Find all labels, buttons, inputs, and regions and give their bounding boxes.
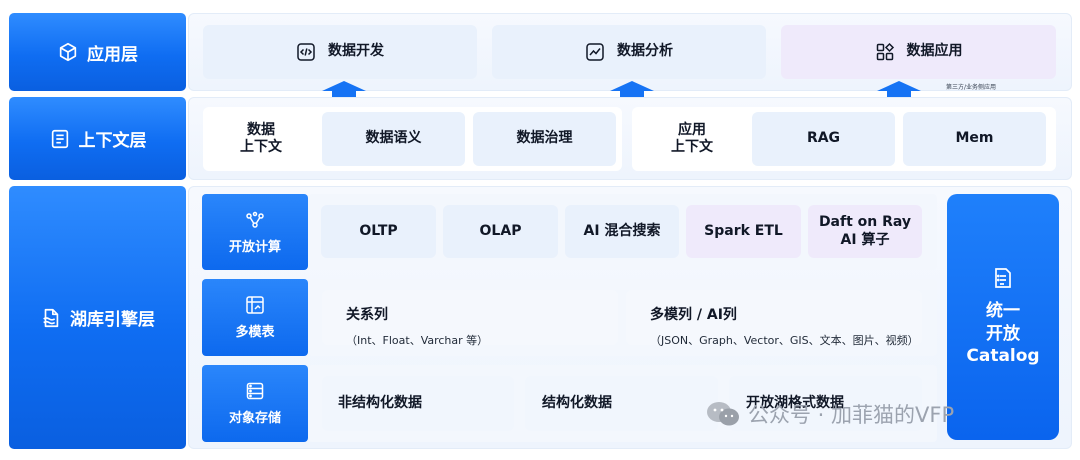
watermark-text: 公众号 · 加菲猫的VFP (748, 403, 955, 427)
storage-item-open-lake: 开放湖格式数据 (729, 376, 922, 431)
catalog-label: 统一 开放 Catalog (966, 300, 1040, 367)
layer-label-app-text: 应用层 (87, 44, 138, 65)
storage-item-structured: 结构化数据 (525, 376, 718, 431)
layer-label-engine: 湖库引擎层 (9, 186, 186, 449)
app-context-title: 应用 上下文 (671, 121, 713, 156)
app-note: 第三方/业务侧应用 (946, 84, 997, 91)
context-item-mem: Mem (903, 112, 1046, 166)
wechat-icon (707, 402, 739, 426)
compute-label-text: 开放计算 (228, 239, 281, 255)
compute-item-olap: OLAP (443, 205, 558, 258)
nodes-icon (245, 210, 265, 230)
layer-label-app: 应用层 (9, 13, 186, 91)
context-item-rag: RAG (752, 112, 895, 166)
layer-label-context: 上下文层 (9, 97, 186, 180)
layer-label-context-text: 上下文层 (78, 131, 147, 151)
compute-item-oltp: OLTP (321, 205, 436, 258)
relational-column-title: 关系列 (346, 307, 388, 323)
multimodal-column-desc: （JSON、Graph、Vector、GIS、文本、图片、视频） (650, 334, 919, 347)
data-context-title: 数据 上下文 (240, 121, 282, 156)
app-item-data-app: 数据应用 (781, 25, 1056, 79)
relational-column-desc: （Int、Float、Varchar 等） (346, 334, 489, 347)
compute-item-daft-ray: Daft on Ray AI 算子 (808, 205, 922, 258)
up-arrow-icon (877, 81, 921, 97)
multimodal-column-box: 多模列 / AI列 （JSON、Graph、Vector、GIS、文本、图片、视… (626, 290, 922, 347)
cube-icon (57, 41, 79, 63)
context-item-semantics: 数据语义 (322, 112, 465, 166)
up-arrow-icon (322, 81, 366, 97)
context-item-governance: 数据治理 (473, 112, 616, 166)
apps-icon (875, 42, 895, 62)
storage-icon (245, 381, 265, 401)
app-item-data-dev: 数据开发 (203, 25, 477, 79)
relational-column-box: 关系列 （Int、Float、Varchar 等） (322, 290, 618, 347)
table-icon (245, 295, 265, 315)
unified-catalog: 统一 开放 Catalog (947, 194, 1059, 440)
app-item-label: 数据应用 (906, 43, 963, 60)
storage-label-text: 对象存储 (228, 411, 281, 426)
document-wave-icon (40, 307, 62, 329)
multimodal-column-title: 多模列 / AI列 (650, 307, 737, 323)
app-item-data-analysis: 数据分析 (492, 25, 766, 79)
multi-table-label: 多模表 (202, 279, 308, 356)
document-lines-icon (49, 128, 71, 150)
chart-icon (585, 42, 605, 62)
code-icon (296, 42, 316, 62)
storage-item-unstructured: 非结构化数据 (322, 376, 514, 431)
multi-table-label-text: 多模表 (235, 325, 275, 340)
compute-label: 开放计算 (202, 194, 308, 270)
compute-item-ai-search: AI 混合搜索 (565, 205, 679, 258)
storage-label: 对象存储 (202, 365, 308, 442)
list-document-icon (991, 266, 1015, 290)
compute-item-spark-etl: Spark ETL (686, 205, 801, 258)
app-item-label: 数据开发 (328, 43, 384, 60)
watermark: 公众号 · 加菲猫的VFP (706, 399, 954, 429)
app-item-label: 数据分析 (617, 43, 673, 60)
up-arrow-icon (610, 81, 654, 97)
layer-label-engine-text: 湖库引擎层 (70, 310, 155, 330)
